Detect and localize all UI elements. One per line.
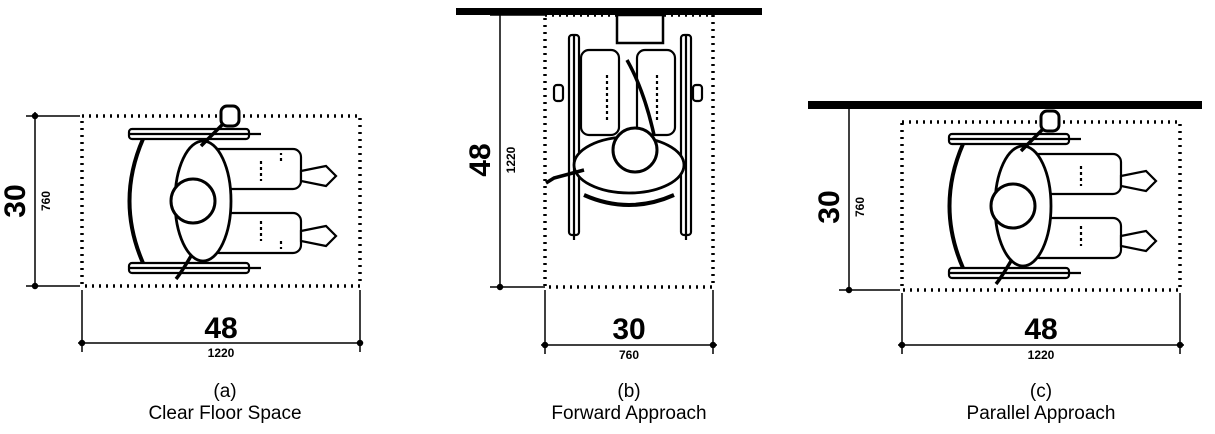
caption-letter: (a)	[213, 381, 237, 402]
depth-mm-label: 760	[39, 191, 53, 211]
width-dimension	[541, 290, 717, 354]
wheelchair-user-top-view-icon	[545, 13, 704, 240]
caption-title: Parallel Approach	[966, 403, 1116, 424]
wall-line	[456, 8, 762, 15]
caption-title: Forward Approach	[551, 403, 707, 424]
panel-a: 30 760 48 1220	[0, 104, 364, 360]
panel-c: 30 760 48 1220	[808, 101, 1202, 362]
caption-letter: (c)	[1029, 381, 1053, 402]
width-mm-label: 1220	[1028, 348, 1055, 362]
depth-inches-label: 48	[464, 143, 497, 176]
depth-dimension	[26, 112, 80, 290]
depth-mm-label: 1220	[504, 146, 518, 173]
width-mm-label: 1220	[208, 346, 235, 360]
caption-b: (b) Forward Approach	[479, 381, 779, 425]
depth-dimension	[839, 109, 900, 294]
depth-mm-label: 760	[853, 197, 867, 217]
width-inches-label: 48	[1024, 313, 1057, 346]
wheelchair-user-top-view-icon	[947, 109, 1158, 286]
depth-dimension	[490, 12, 545, 291]
width-mm-label: 760	[619, 348, 639, 362]
width-inches-label: 30	[612, 313, 645, 346]
width-inches-label: 48	[204, 312, 237, 345]
caption-letter: (b)	[617, 381, 641, 402]
wheelchair-user-top-view-icon	[127, 104, 338, 281]
width-dimension	[898, 293, 1184, 354]
panel-b: 48 1220 30 760	[456, 8, 762, 362]
caption-a: (a) Clear Floor Space	[75, 381, 375, 425]
depth-inches-label: 30	[0, 184, 32, 217]
caption-title: Clear Floor Space	[148, 403, 302, 424]
width-dimension	[78, 290, 364, 352]
wall-line	[808, 101, 1202, 109]
depth-inches-label: 30	[813, 190, 846, 223]
caption-c: (c) Parallel Approach	[891, 381, 1191, 425]
